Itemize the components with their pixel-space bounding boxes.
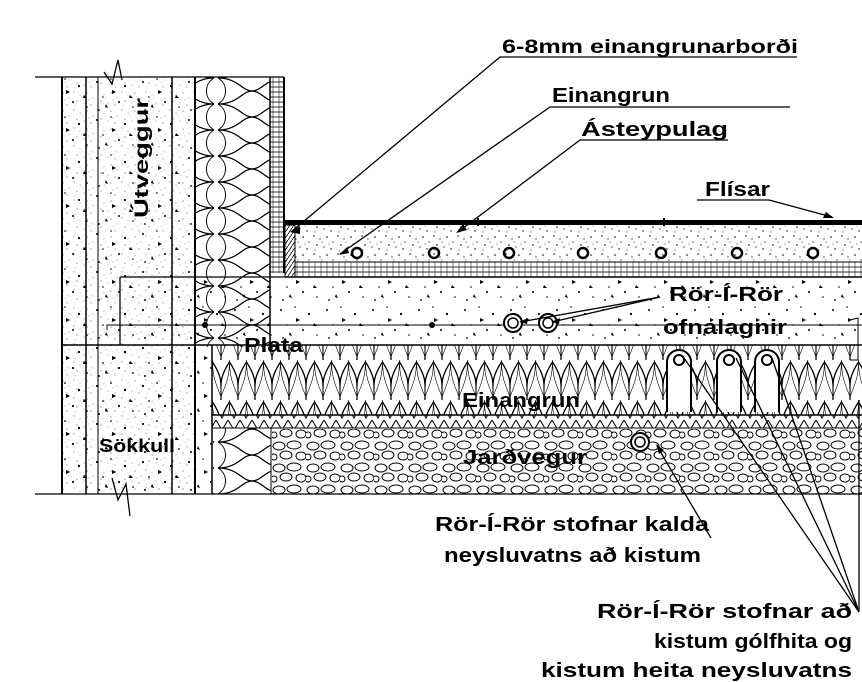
label-screed: Ásteypulag: [581, 118, 728, 141]
leader-lines: [290, 56, 860, 613]
tiles-layer: [285, 220, 862, 225]
label-slab: Plata: [244, 335, 304, 357]
floor-layers: [62, 218, 862, 494]
floor-heating-pipes: [350, 246, 820, 260]
label-radiator-pipes-2: ofnalagnir: [663, 317, 787, 339]
insulation-layer: [212, 345, 862, 415]
label-soil: Jarðvegur: [463, 447, 587, 469]
foundation-block: [62, 345, 212, 494]
label-cold-water-1: Rör-Í-Rör stofnar kalda: [435, 513, 710, 536]
vertical-heating-pipes: [666, 349, 780, 412]
wall-cladding: [270, 77, 284, 273]
label-heating-1: Rör-Í-Rör stofnar að: [597, 600, 852, 623]
soil-layer: [272, 429, 862, 494]
slab-layer: [120, 277, 862, 345]
label-heating-2: kistum gólfhita og: [654, 631, 852, 653]
arrowheads: [290, 212, 834, 454]
label-insulation-bottom: Einangrun: [462, 390, 580, 412]
insulation-strip: [212, 415, 862, 428]
label-radiator-pipes-1: Rör-Í-Rör: [669, 283, 783, 306]
label-cold-water-2: neysluvatns að kistum: [444, 545, 701, 567]
edge-insulation: [213, 428, 271, 494]
label-tiles: Flísar: [705, 179, 770, 201]
label-heating-3: kistum heita neysluvatns: [541, 660, 852, 682]
labels: 6-8mm einangrunarborði Einangrun Ásteypu…: [99, 37, 852, 682]
label-foundation: Sökkull: [99, 436, 175, 456]
label-board: 6-8mm einangrunarborði: [502, 37, 798, 58]
label-wall: Útveggur: [131, 97, 153, 218]
break-symbol-top: [103, 59, 123, 86]
edge-board: [284, 224, 296, 278]
label-insulation-top: Einangrun: [552, 85, 670, 107]
thin-insulation-layer: [295, 262, 862, 277]
